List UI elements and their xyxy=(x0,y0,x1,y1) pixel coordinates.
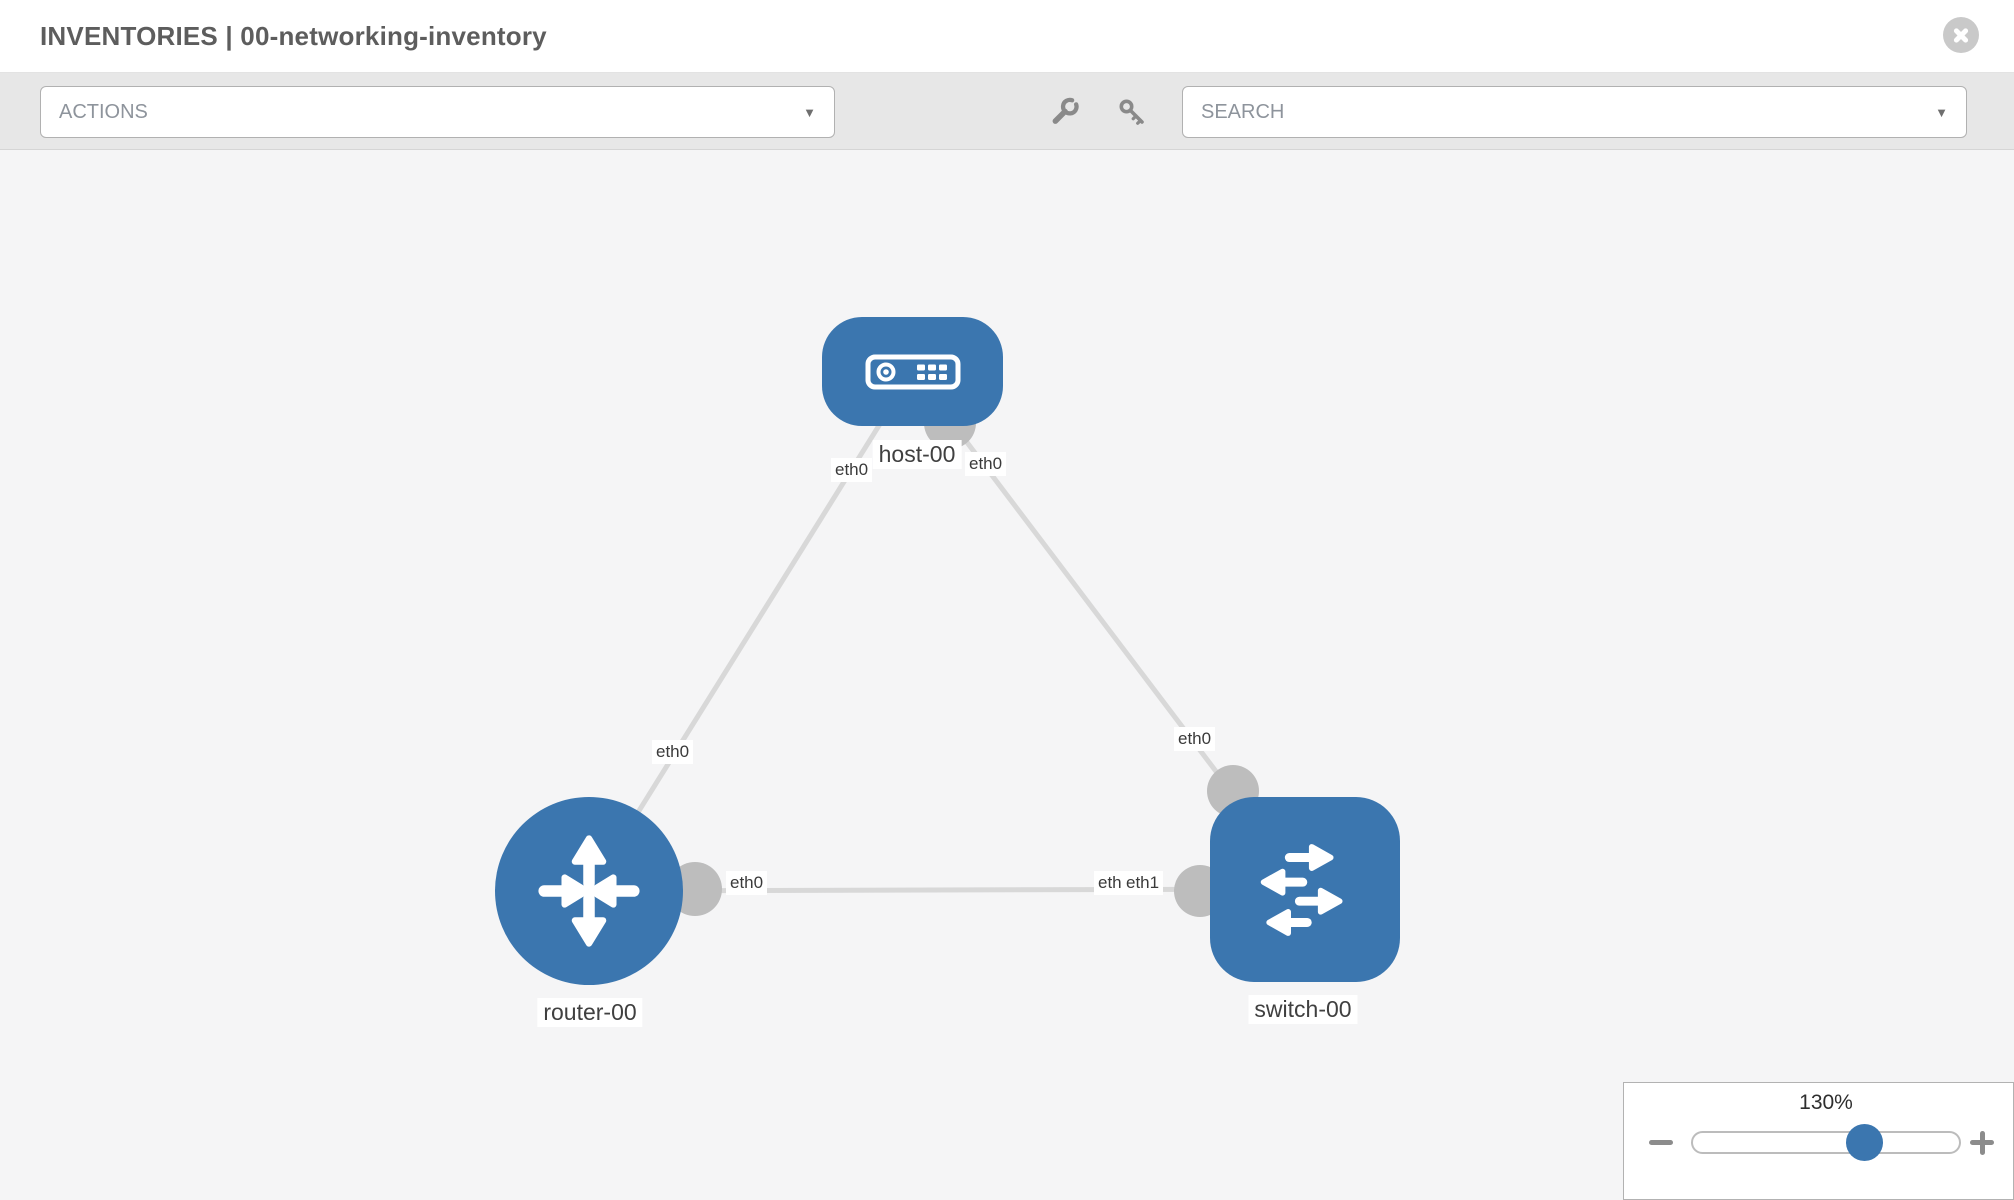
node-label-switch: switch-00 xyxy=(1248,995,1358,1024)
zoom-out-button[interactable] xyxy=(1649,1140,1673,1145)
zoom-in-button[interactable] xyxy=(1970,1130,1994,1155)
page-title: INVENTORIES | 00-networking-inventory xyxy=(40,20,547,51)
actions-dropdown-label: ACTIONS xyxy=(59,100,148,123)
zoom-panel: 130% xyxy=(1623,1082,2014,1200)
router-icon xyxy=(538,835,640,947)
links-layer xyxy=(586,369,1307,917)
node-router-00[interactable] xyxy=(495,797,683,985)
host-icon xyxy=(865,354,960,389)
node-label-host: host-00 xyxy=(872,440,962,469)
if-label-host-to-router: eth0 xyxy=(831,458,873,483)
header: INVENTORIES | 00-networking-inventory xyxy=(0,0,2014,73)
switch-icon xyxy=(1260,843,1343,936)
zoom-slider-track[interactable] xyxy=(1691,1131,1961,1154)
key-icon[interactable] xyxy=(1117,97,1147,127)
if-label-host-to-switch: eth0 xyxy=(965,452,1007,477)
if-label-switch-to-host: eth0 xyxy=(1174,727,1216,752)
wrench-icon[interactable] xyxy=(1050,97,1080,127)
node-switch-00[interactable] xyxy=(1210,797,1400,982)
zoom-percentage: 130% xyxy=(1799,1091,1853,1114)
node-host-00[interactable] xyxy=(822,317,1003,426)
zoom-slider-knob[interactable] xyxy=(1846,1124,1883,1161)
topology-canvas[interactable]: host-00 router-00 switch-00 eth0 eth0 et… xyxy=(0,150,2014,1200)
if-label-switch-to-router: eth1 xyxy=(1122,871,1164,896)
chevron-down-icon: ▼ xyxy=(803,104,816,120)
if-label-router-to-host: eth0 xyxy=(652,740,694,765)
search-dropdown-label: SEARCH xyxy=(1201,100,1285,123)
node-label-router: router-00 xyxy=(537,998,643,1027)
close-button[interactable] xyxy=(1943,17,1979,53)
search-dropdown[interactable]: SEARCH ▼ xyxy=(1182,86,1967,138)
chevron-down-icon: ▼ xyxy=(1935,104,1948,120)
link-host-router[interactable] xyxy=(586,369,916,893)
if-label-router-to-switch: eth0 xyxy=(726,871,768,896)
actions-dropdown[interactable]: ACTIONS ▼ xyxy=(40,86,835,138)
toolbar: ACTIONS ▼ SEARCH ▼ xyxy=(0,73,2014,150)
